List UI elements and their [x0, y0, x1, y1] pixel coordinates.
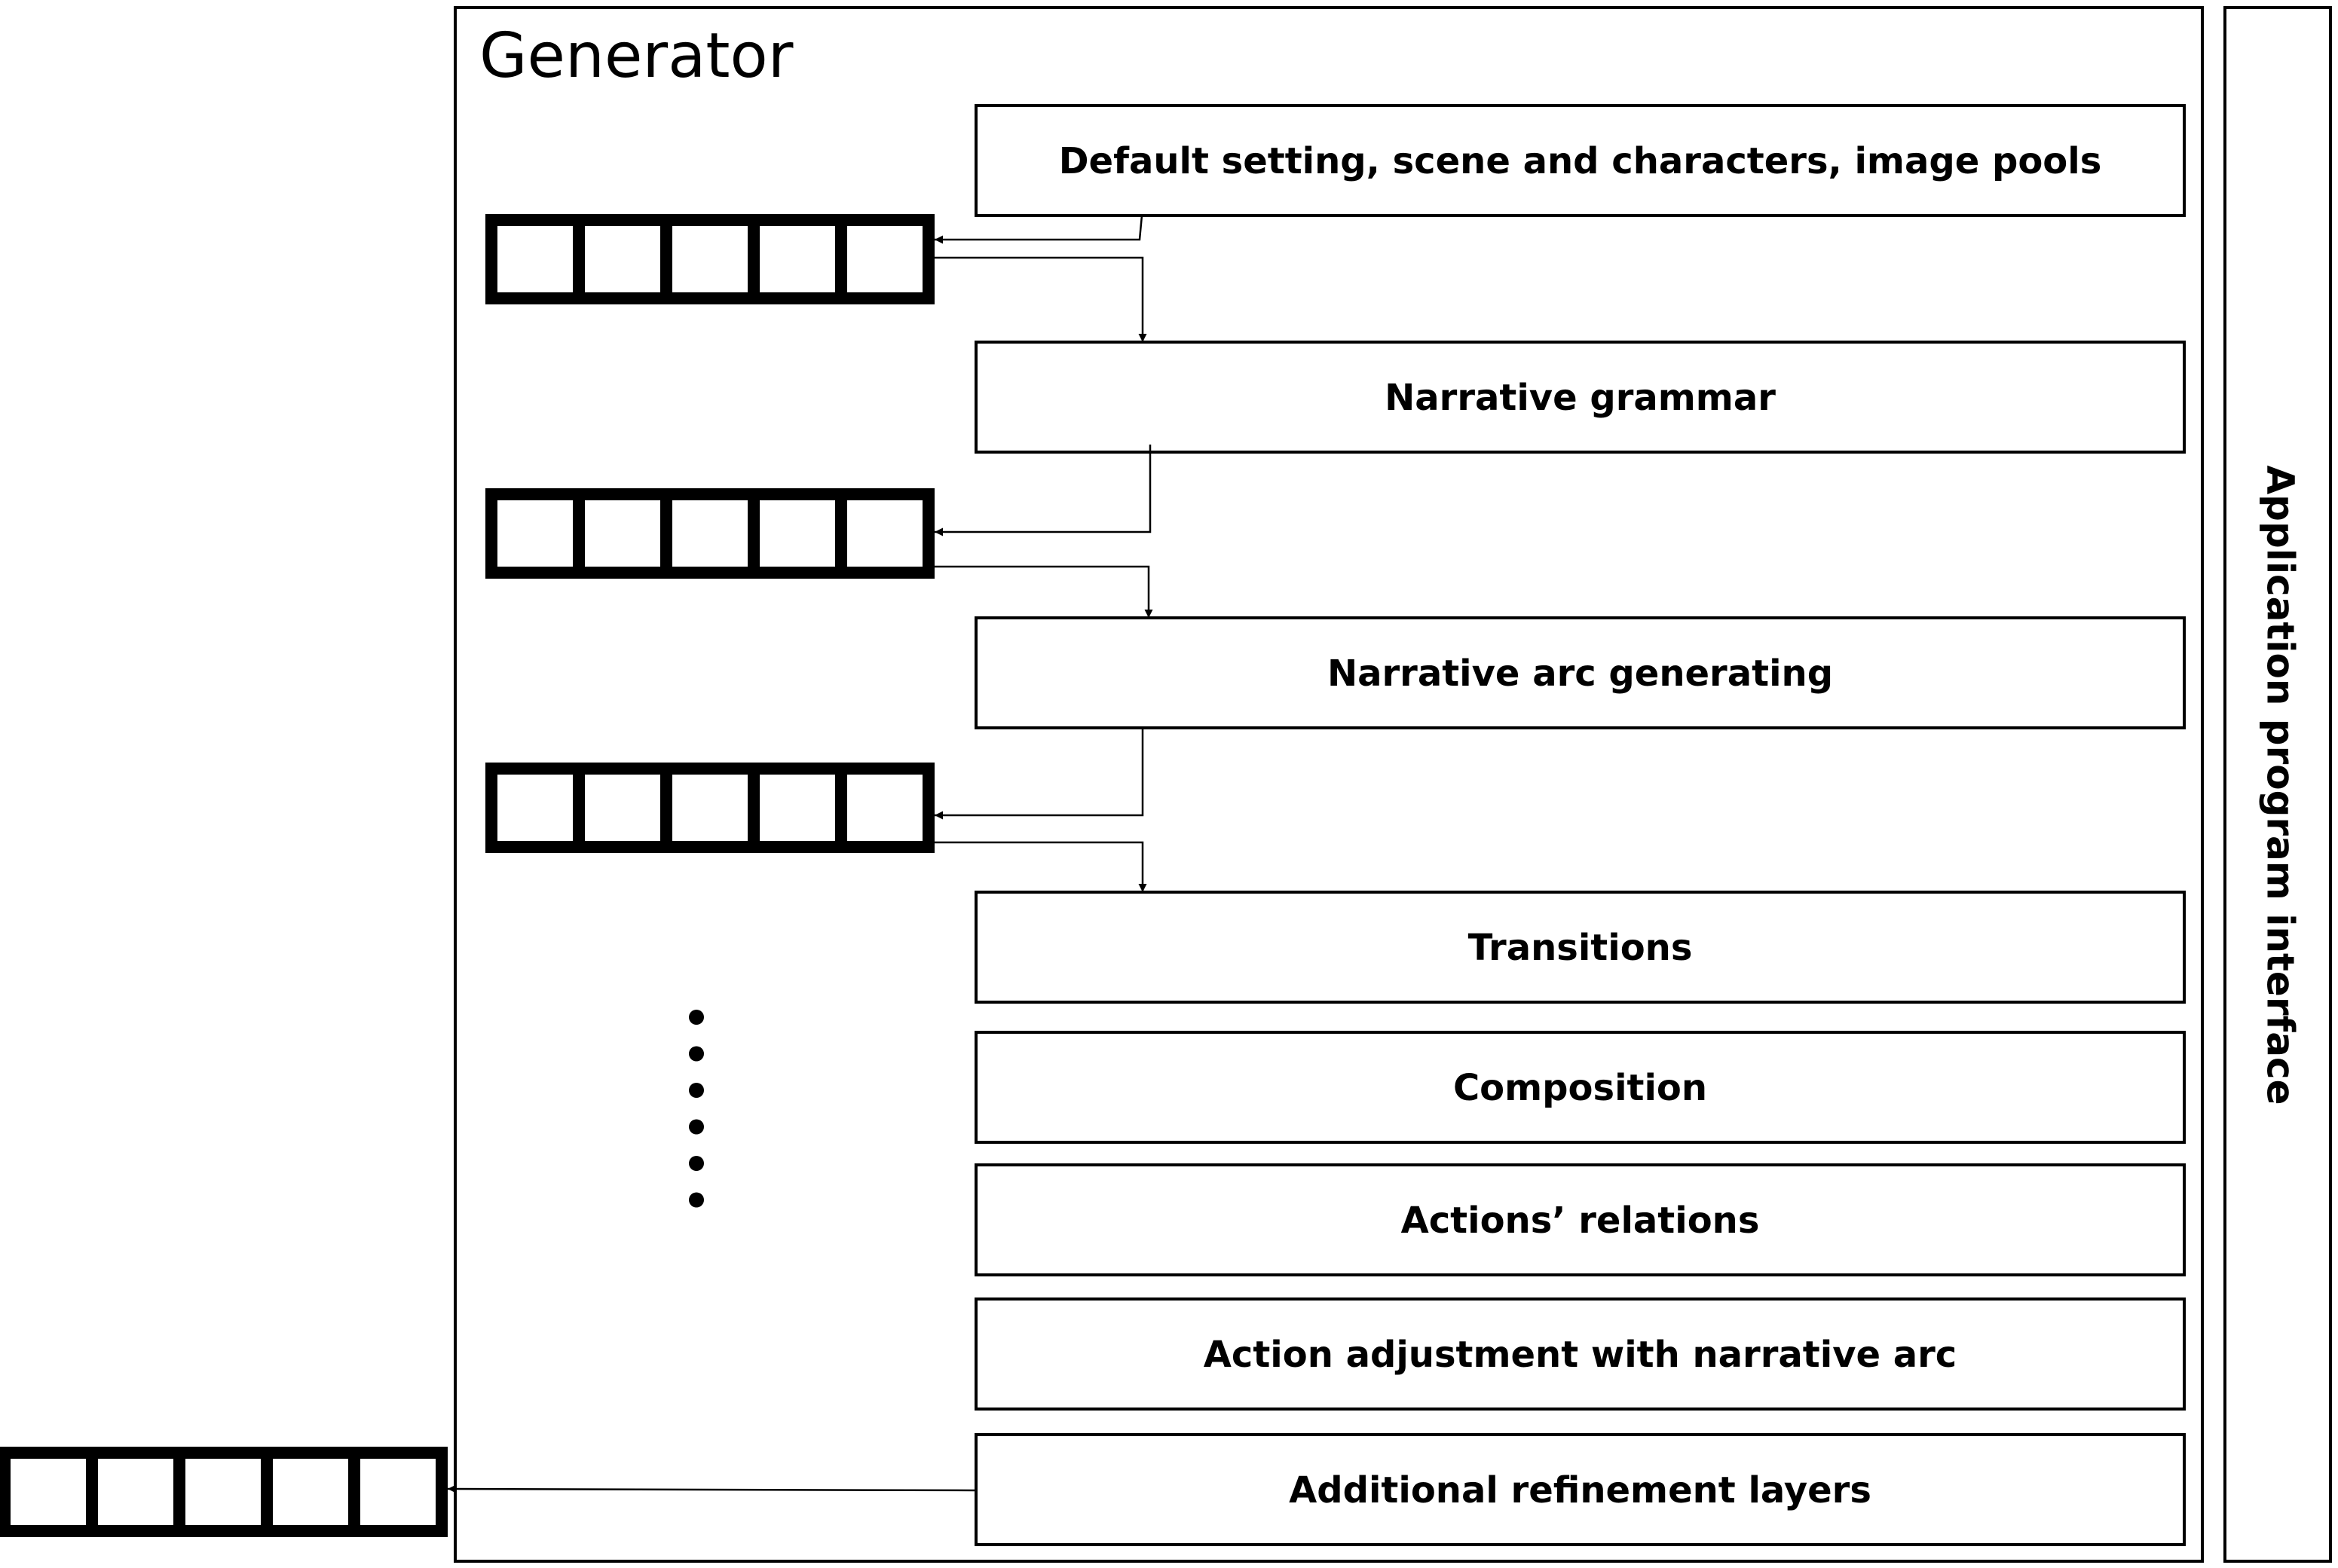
ellipsis-dot: [689, 1010, 704, 1025]
sequence-cell: [573, 488, 672, 579]
layer-label: Action adjustment with narrative arc: [1204, 1334, 1957, 1376]
sequence-cell: [348, 1447, 448, 1537]
layer-box: [975, 891, 2186, 1004]
arrow-seq3-to-layer4: [935, 841, 1147, 892]
generator-frame: [454, 6, 2204, 1563]
sequence-cell: [660, 214, 760, 304]
sequence-cell: [748, 763, 847, 853]
layer-narrative-grammar: Narrative grammar: [975, 341, 2186, 454]
layer-actions-relations: Actions’ relations: [975, 1163, 2186, 1276]
arrow-layer8-to-output: [447, 1484, 977, 1493]
ellipsis-dot: [689, 1192, 704, 1208]
layer-box: [975, 341, 2186, 454]
arrow-seq2-to-layer3: [935, 565, 1153, 618]
layer-label: Narrative grammar: [1385, 377, 1776, 419]
layer-box: [975, 1297, 2186, 1411]
layer-box: [975, 104, 2186, 217]
token-sequence: [485, 214, 935, 304]
arrow-layer2-to-seq2: [935, 445, 1152, 536]
token-sequence: [0, 1447, 448, 1537]
layer-stack: Default setting, scene and characters, i…: [975, 104, 2186, 1546]
layer-box: [975, 1163, 2186, 1276]
sequence-cell: [835, 488, 935, 579]
arrow-layer3-to-seq3: [935, 728, 1144, 820]
layer-default-setting: Default setting, scene and characters, i…: [975, 104, 2186, 217]
sequence-cell: [660, 763, 760, 853]
sequence-cell: [86, 1447, 185, 1537]
layer-label: Actions’ relations: [1401, 1200, 1760, 1242]
generator-title: Generator: [479, 20, 794, 92]
arrow-seq1-to-layer2: [935, 256, 1147, 342]
layer-narrative-arc: Narrative arc generating: [975, 616, 2186, 729]
sequence-cell: [748, 214, 847, 304]
layer-box: [975, 1031, 2186, 1144]
sequence-cell: [485, 763, 585, 853]
ellipsis-dot: [689, 1156, 704, 1171]
layer-action-adjustment: Action adjustment with narrative arc: [975, 1297, 2186, 1411]
layer-box: [975, 1433, 2186, 1546]
connectors: [447, 215, 1153, 1493]
token-sequences: [0, 214, 935, 1537]
ellipsis-dot: [689, 1119, 704, 1135]
ellipsis-dot: [689, 1046, 704, 1062]
sequence-cell: [485, 214, 585, 304]
sequence-cell: [835, 214, 935, 304]
sequence-cell: [748, 488, 847, 579]
sequence-cell: [485, 488, 585, 579]
api-panel: [2223, 6, 2332, 1563]
sequence-cell: [261, 1447, 360, 1537]
layer-label: Additional refinement layers: [1289, 1469, 1871, 1511]
api-label: Application program interface: [2259, 465, 2303, 1105]
ellipsis-dot: [689, 1083, 704, 1098]
sequence-cell: [835, 763, 935, 853]
layer-composition: Composition: [975, 1031, 2186, 1144]
sequence-cell: [660, 488, 760, 579]
layer-transitions: Transitions: [975, 891, 2186, 1004]
sequence-cell: [0, 1447, 98, 1537]
token-sequence: [485, 488, 935, 579]
layer-additional-refinement: Additional refinement layers: [975, 1433, 2186, 1546]
arrow-layer1-to-seq1: [935, 215, 1143, 244]
layer-label: Composition: [1453, 1067, 1707, 1109]
token-sequence: [485, 763, 935, 853]
layer-box: [975, 616, 2186, 729]
ellipsis-dots: [689, 1010, 704, 1208]
sequence-cell: [573, 763, 672, 853]
layer-label: Transitions: [1468, 927, 1693, 969]
sequence-cell: [573, 214, 672, 304]
sequence-cell: [173, 1447, 273, 1537]
layer-label: Default setting, scene and characters, i…: [1059, 140, 2102, 182]
layer-label: Narrative arc generating: [1327, 653, 1833, 695]
